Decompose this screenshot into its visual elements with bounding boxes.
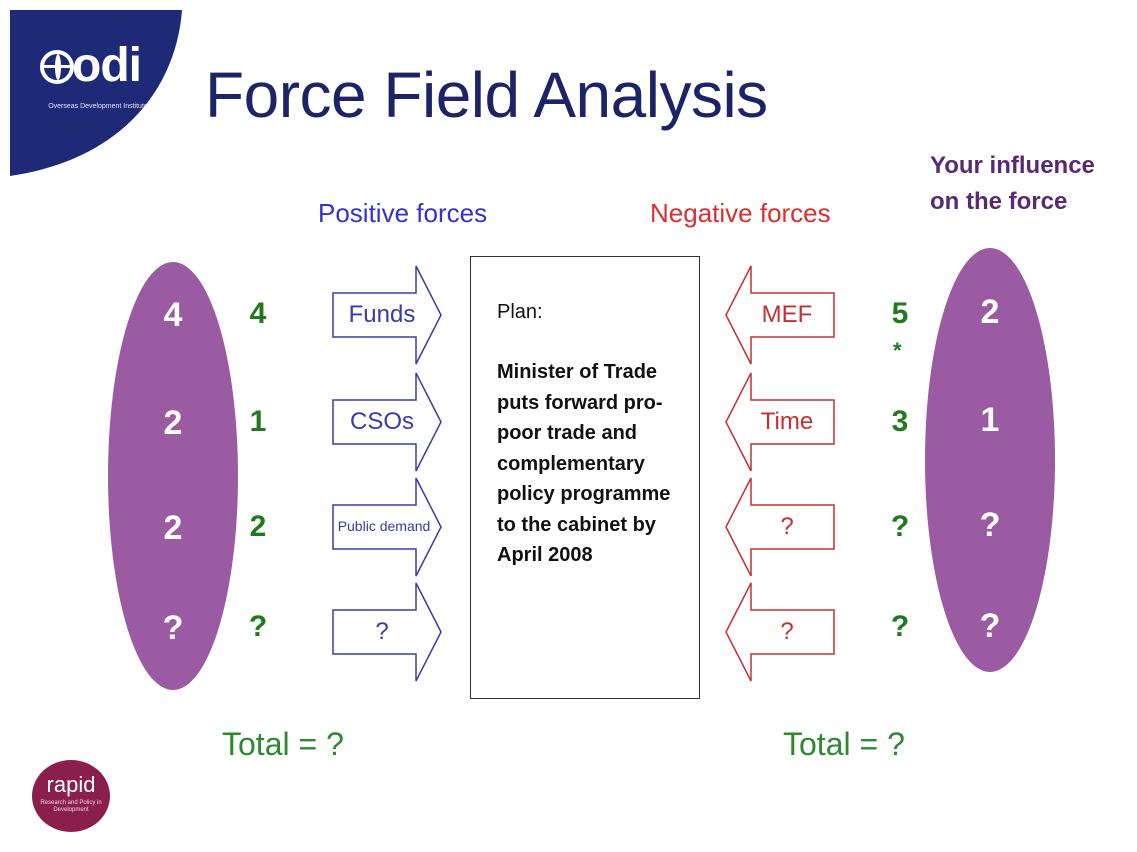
left-arrow-icon bbox=[725, 265, 835, 365]
right-arrow-icon bbox=[332, 265, 442, 365]
negative-score-1-note: * bbox=[893, 338, 902, 363]
positive-score-4: ? bbox=[248, 610, 268, 643]
positive-force-label-1: Funds bbox=[348, 301, 416, 328]
negative-influence-1: 2 bbox=[980, 293, 1000, 331]
negative-influence-2: 1 bbox=[980, 401, 1000, 439]
negative-force-label-2: Time bbox=[760, 408, 814, 435]
influence-heading: Your influence on the force bbox=[930, 148, 1130, 220]
positive-force-label-3: Public demand bbox=[337, 518, 431, 534]
positive-score-3: 2 bbox=[249, 510, 267, 543]
rapid-logo-subtitle: Research and Policy in Development bbox=[40, 800, 102, 813]
negative-force-arrow-4: ? bbox=[725, 582, 835, 682]
plan-heading: Plan: bbox=[497, 301, 543, 323]
left-arrow-icon bbox=[725, 372, 835, 472]
positive-force-label-2: CSOs bbox=[349, 408, 414, 435]
right-arrow-icon bbox=[332, 477, 442, 577]
negative-force-label-1: MEF bbox=[761, 301, 813, 328]
rapid-logo: rapid Research and Policy in Development bbox=[32, 760, 110, 832]
positive-influence-4: ? bbox=[162, 609, 184, 647]
page-title: Force Field Analysis bbox=[205, 59, 768, 131]
odi-logo-text: odi bbox=[72, 39, 142, 92]
negative-influence-3: ? bbox=[979, 506, 1001, 544]
rapid-logo-text: rapid bbox=[46, 772, 96, 797]
negative-total: Total = ? bbox=[783, 726, 905, 762]
negative-force-arrow-1: MEF bbox=[725, 265, 835, 365]
negative-score-3: ? bbox=[890, 510, 910, 543]
positive-influence-3: 2 bbox=[163, 509, 183, 547]
positive-total: Total = ? bbox=[222, 726, 344, 762]
positive-forces-heading: Positive forces bbox=[318, 198, 488, 228]
globe-icon bbox=[40, 50, 74, 84]
right-arrow-icon bbox=[332, 372, 442, 472]
negative-score-1: 5 bbox=[891, 297, 909, 330]
positive-force-label-4: ? bbox=[375, 618, 389, 645]
positive-influence-oval: 4 2 2 ? bbox=[108, 262, 238, 690]
negative-force-label-4: ? bbox=[780, 618, 794, 645]
positive-score-2: 1 bbox=[249, 405, 267, 438]
negative-force-arrow-2: Time bbox=[725, 372, 835, 472]
plan-box: Plan: Minister of Trade puts forward pro… bbox=[470, 256, 700, 699]
negative-force-arrow-3: ? bbox=[725, 477, 835, 577]
positive-score-1: 4 bbox=[249, 297, 267, 330]
positive-influence-2: 2 bbox=[163, 404, 183, 442]
right-arrow-icon bbox=[332, 582, 442, 682]
plan-text: Minister of Trade puts forward pro-poor … bbox=[497, 361, 671, 566]
left-arrow-icon bbox=[725, 582, 835, 682]
positive-influence-1: 4 bbox=[163, 296, 183, 334]
influence-heading-text: Your influence on the force bbox=[930, 152, 1095, 215]
positive-force-arrow-4: ? bbox=[332, 582, 442, 682]
negative-forces-heading: Negative forces bbox=[650, 198, 831, 228]
negative-influence-oval: 2 1 ? ? bbox=[925, 248, 1055, 672]
negative-score-4: ? bbox=[890, 610, 910, 643]
positive-force-arrow-1: Funds bbox=[332, 265, 442, 365]
odi-logo: odi Overseas Development Institute bbox=[0, 0, 190, 180]
negative-influence-4: ? bbox=[979, 607, 1001, 645]
left-arrow-icon bbox=[725, 477, 835, 577]
negative-force-label-3: ? bbox=[780, 513, 794, 540]
negative-score-2: 3 bbox=[891, 405, 909, 438]
positive-force-arrow-2: CSOs bbox=[332, 372, 442, 472]
odi-logo-subtitle: Overseas Development Institute bbox=[48, 103, 148, 110]
positive-force-arrow-3: Public demand bbox=[332, 477, 442, 577]
